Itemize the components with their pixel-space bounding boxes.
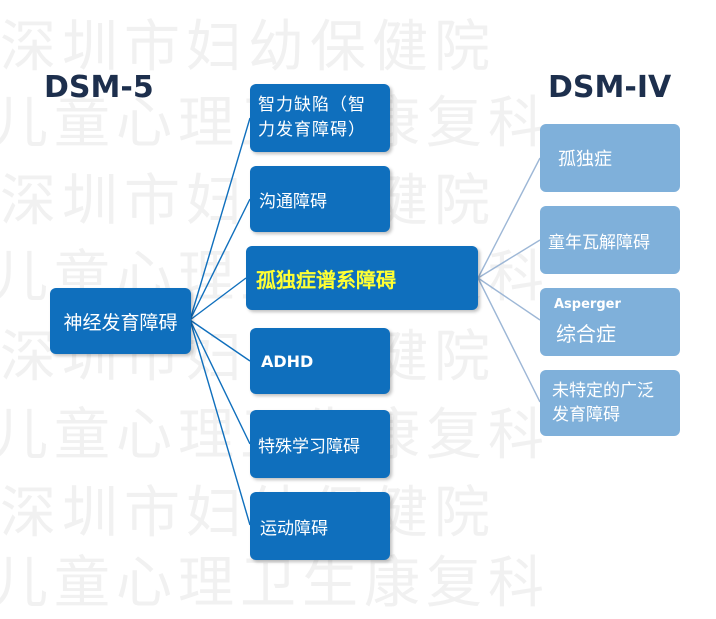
dsm5-node-label: 特殊学习障碍 (258, 436, 360, 457)
root-node: 神经发育障碍 (50, 288, 191, 354)
connector-line (477, 277, 541, 403)
dsm4-node-asperger: Asperger 综合症 (540, 288, 680, 356)
dsm4-connectors (477, 157, 541, 403)
watermark-line: 深圳市妇幼保健院 (0, 15, 496, 80)
dsm5-node-label: 沟通障碍 (259, 191, 327, 212)
connector-line (189, 319, 251, 362)
dsm4-header: DSM-IV (548, 70, 672, 105)
connector-line (477, 239, 541, 279)
root-node-label: 神经发育障碍 (63, 311, 178, 334)
dsm5-connectors (189, 117, 251, 526)
dsm4-node-childhood-disintegrative-disorder: 童年瓦解障碍 (540, 206, 680, 274)
dsm5-node-intellectual-disability: 智力缺陷（智力发育障碍） (250, 84, 390, 152)
dsm4-node-label: 未特定的广泛发育障碍 (552, 381, 654, 425)
dsm5-node-label: ADHD (261, 351, 314, 371)
dsm5-node-autism-spectrum-disorder: 孤独症谱系障碍 (246, 246, 478, 310)
connector-line (189, 319, 251, 526)
watermark-line: 深圳市妇幼保健院 (0, 169, 496, 234)
connector-lines (189, 117, 541, 526)
connector-line (189, 277, 247, 321)
connector-line (477, 277, 541, 321)
watermark-line: 深圳市妇幼保健院 (0, 481, 496, 546)
dsm4-node-label: 孤独症 (558, 149, 612, 170)
dsm4-node-autism: 孤独症 (540, 124, 680, 192)
connector-line (189, 319, 251, 445)
dsm5-node-communication-disorder: 沟通障碍 (250, 166, 390, 232)
dsm4-node-pdd-nos: 未特定的广泛发育障碍 (540, 370, 680, 436)
connector-line (189, 117, 251, 321)
dsm4-node-label-cn: 综合症 (556, 322, 616, 346)
dsm5-node-motor-disorder: 运动障碍 (250, 492, 390, 560)
dsm4-node-label: 童年瓦解障碍 (548, 232, 650, 253)
connector-line (477, 157, 541, 279)
connector-line (189, 198, 251, 321)
dsm5-node-specific-learning-disorder: 特殊学习障碍 (250, 410, 390, 478)
dsm4-node-label-en: Asperger (554, 297, 621, 312)
dsm5-node-adhd: ADHD (250, 328, 390, 394)
dsm5-header: DSM-5 (44, 70, 154, 105)
dsm5-node-label-highlight: 孤独症谱系障碍 (256, 267, 396, 292)
dsm5-node-label: 智力缺陷（智力发育障碍） (258, 95, 366, 140)
dsm5-node-label: 运动障碍 (260, 518, 328, 539)
